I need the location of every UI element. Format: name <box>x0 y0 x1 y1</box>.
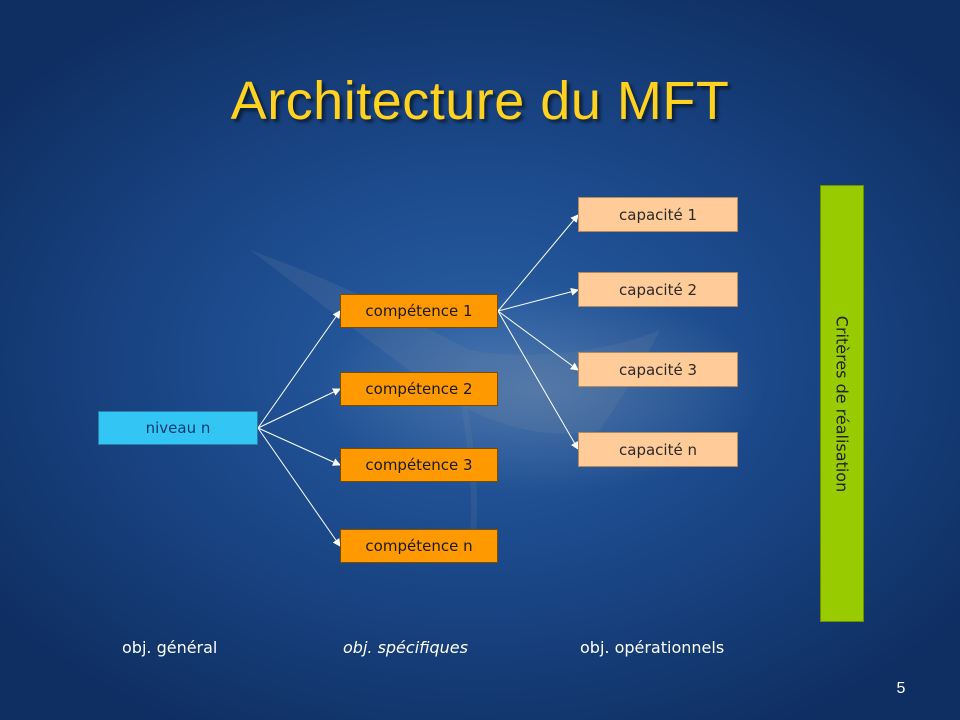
competence-box-n: compétence n <box>340 529 498 563</box>
connector-niveau-comp3 <box>257 427 341 466</box>
capacite-box-n: capacité n <box>578 432 738 467</box>
connector-niveau-compn <box>257 427 341 547</box>
niveau-box: niveau n <box>98 411 258 445</box>
capacite-box-2: capacité 2 <box>578 272 738 307</box>
page-number: 5 <box>896 680 906 697</box>
column-label-general: obj. général <box>122 638 218 657</box>
competence-box-2: compétence 2 <box>340 372 498 406</box>
capacite-box-1: capacité 1 <box>578 197 738 232</box>
slide-title: Architecture du MFT <box>230 71 730 131</box>
capacite-label: capacité 3 <box>619 360 697 379</box>
connector-niveau-comp2 <box>257 388 341 429</box>
capacite-box-3: capacité 3 <box>578 352 738 387</box>
column-label-operational: obj. opérationnels <box>580 638 725 657</box>
connector-comp1-cap3 <box>497 310 579 371</box>
criteria-label: Critères de réalisation <box>832 315 852 492</box>
column-label-specific: obj. spécifiques <box>343 638 468 657</box>
criteria-bar: Critères de réalisation <box>820 185 864 622</box>
connector-comp1-cap2 <box>497 287 579 312</box>
competence-box-1: compétence 1 <box>340 294 498 328</box>
capacite-label: capacité n <box>619 440 697 459</box>
connector-niveau-comp1 <box>257 310 341 429</box>
competence-label: compétence 3 <box>365 456 473 474</box>
capacite-label: capacité 1 <box>619 205 697 224</box>
connector-comp1-capn <box>497 310 579 450</box>
connector-comp1-cap1 <box>497 214 579 312</box>
competence-label: compétence 1 <box>365 302 473 320</box>
competence-box-3: compétence 3 <box>340 448 498 482</box>
niveau-label: niveau n <box>145 419 211 437</box>
competence-label: compétence n <box>365 537 473 555</box>
capacite-label: capacité 2 <box>619 280 697 299</box>
competence-label: compétence 2 <box>365 380 473 398</box>
